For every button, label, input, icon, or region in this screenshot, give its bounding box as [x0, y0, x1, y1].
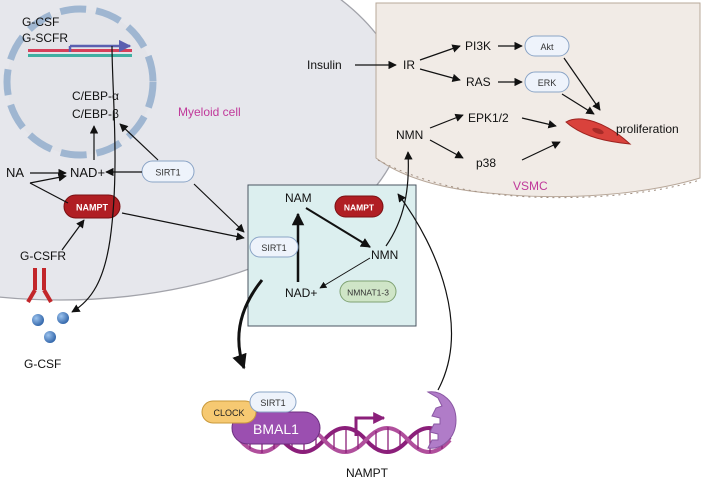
- nad-label-myeloid: NAD+: [70, 165, 105, 180]
- clock-protein: CLOCK: [201, 400, 257, 424]
- vsmc-label: VSMC: [513, 179, 548, 193]
- vsmc-cell-body: [375, 2, 701, 198]
- transcription-start-arrow: [354, 412, 386, 436]
- nam-to-nmn-arrow: [305, 207, 371, 248]
- ras-label: RAS: [466, 75, 491, 89]
- svg-text:SIRT1: SIRT1: [155, 168, 180, 178]
- nampt-salvage: NAMPT: [334, 195, 384, 218]
- nam-label: NAM: [285, 191, 312, 205]
- svg-text:CLOCK: CLOCK: [213, 408, 244, 418]
- proliferation-label: proliferation: [616, 122, 679, 136]
- nampt-gene-label: NAMPT: [346, 466, 389, 480]
- gcsfr-to-nampt-arrow: [61, 219, 85, 251]
- svg-text:BMAL1: BMAL1: [253, 421, 299, 437]
- nmn-salvage-label: NMN: [371, 248, 398, 262]
- insulin-label: Insulin: [307, 58, 342, 72]
- svg-text:NAMPT: NAMPT: [76, 203, 108, 213]
- nad-salvage-label: NAD+: [285, 286, 317, 300]
- svg-text:NAMPT: NAMPT: [344, 203, 375, 213]
- akt-to-proliferation-arrow: [563, 57, 601, 111]
- gene-label-gscfr: G-SCFR: [22, 31, 68, 45]
- myeloid-nampt-to-box-arrow: [121, 212, 245, 241]
- gcsf-label: G-CSF: [24, 357, 61, 371]
- nampt-myeloid: NAMPT: [63, 194, 121, 219]
- cebp-beta: C/EBP-β: [72, 107, 119, 121]
- sirt1-myeloid: SIRT1: [141, 160, 195, 183]
- bmal1-protein: BMAL1: [231, 411, 321, 445]
- receptor-icon: [26, 268, 53, 304]
- nampt-gene-to-box-arrow: [397, 193, 452, 391]
- svg-text:Akt: Akt: [540, 42, 554, 52]
- nmn-to-p38-arrow: [429, 139, 464, 159]
- svg-text:SIRT1: SIRT1: [260, 398, 285, 408]
- nmnat-pill: NMNAT1-3: [339, 280, 397, 303]
- p38-to-proliferation-arrow: [521, 141, 561, 161]
- erk-pill: ERK: [524, 71, 570, 93]
- ir-to-pi3k-arrow: [419, 44, 461, 61]
- gene-label-gcsf: G-CSF: [22, 15, 59, 29]
- nmn-vsmc-label: NMN: [396, 128, 423, 142]
- epk-to-proliferation-arrow: [521, 117, 557, 129]
- ir-label: IR: [403, 58, 415, 72]
- svg-text:NMNAT1-3: NMNAT1-3: [347, 288, 389, 298]
- vsmc-membrane: [377, 159, 701, 199]
- nmn-to-nad-arrow: [319, 257, 371, 289]
- nmn-to-epk-arrow: [429, 113, 464, 129]
- sirt1-to-cebp-arrow: [119, 123, 159, 161]
- smooth-muscle-cell-icon: [565, 118, 632, 145]
- salvage-to-clock-arrow: [232, 279, 264, 370]
- sirt1-salvage: SIRT1: [249, 236, 299, 258]
- erk-to-proliferation-arrow: [561, 93, 595, 115]
- sirt1-to-box-arrow: [193, 183, 245, 233]
- na-label: NA: [6, 165, 24, 180]
- nampt-to-nad-arrow: [29, 182, 69, 204]
- sirt1-clock: SIRT1: [249, 391, 297, 413]
- nampt-protein-icon: [426, 391, 457, 449]
- svg-text:ERK: ERK: [538, 78, 557, 88]
- myeloid-cell-label: Myeloid cell: [178, 105, 241, 119]
- gcsf-molecules-icon: [32, 312, 69, 343]
- ir-to-ras-arrow: [419, 68, 461, 83]
- gene-to-gcsf-arrow: [71, 45, 116, 313]
- gcsfr-label: G-CSFR: [20, 249, 66, 263]
- cebp-alpha: C/EBP-α: [72, 89, 119, 103]
- vsmc-cell: [375, 2, 701, 199]
- epk-label: EPK1/2: [468, 111, 509, 125]
- svg-text:SIRT1: SIRT1: [261, 243, 286, 253]
- p38-label: p38: [476, 156, 496, 170]
- akt-pill: Akt: [524, 35, 570, 57]
- pi3k-label: PI3K: [465, 39, 491, 53]
- nucleus-dna: [28, 49, 132, 57]
